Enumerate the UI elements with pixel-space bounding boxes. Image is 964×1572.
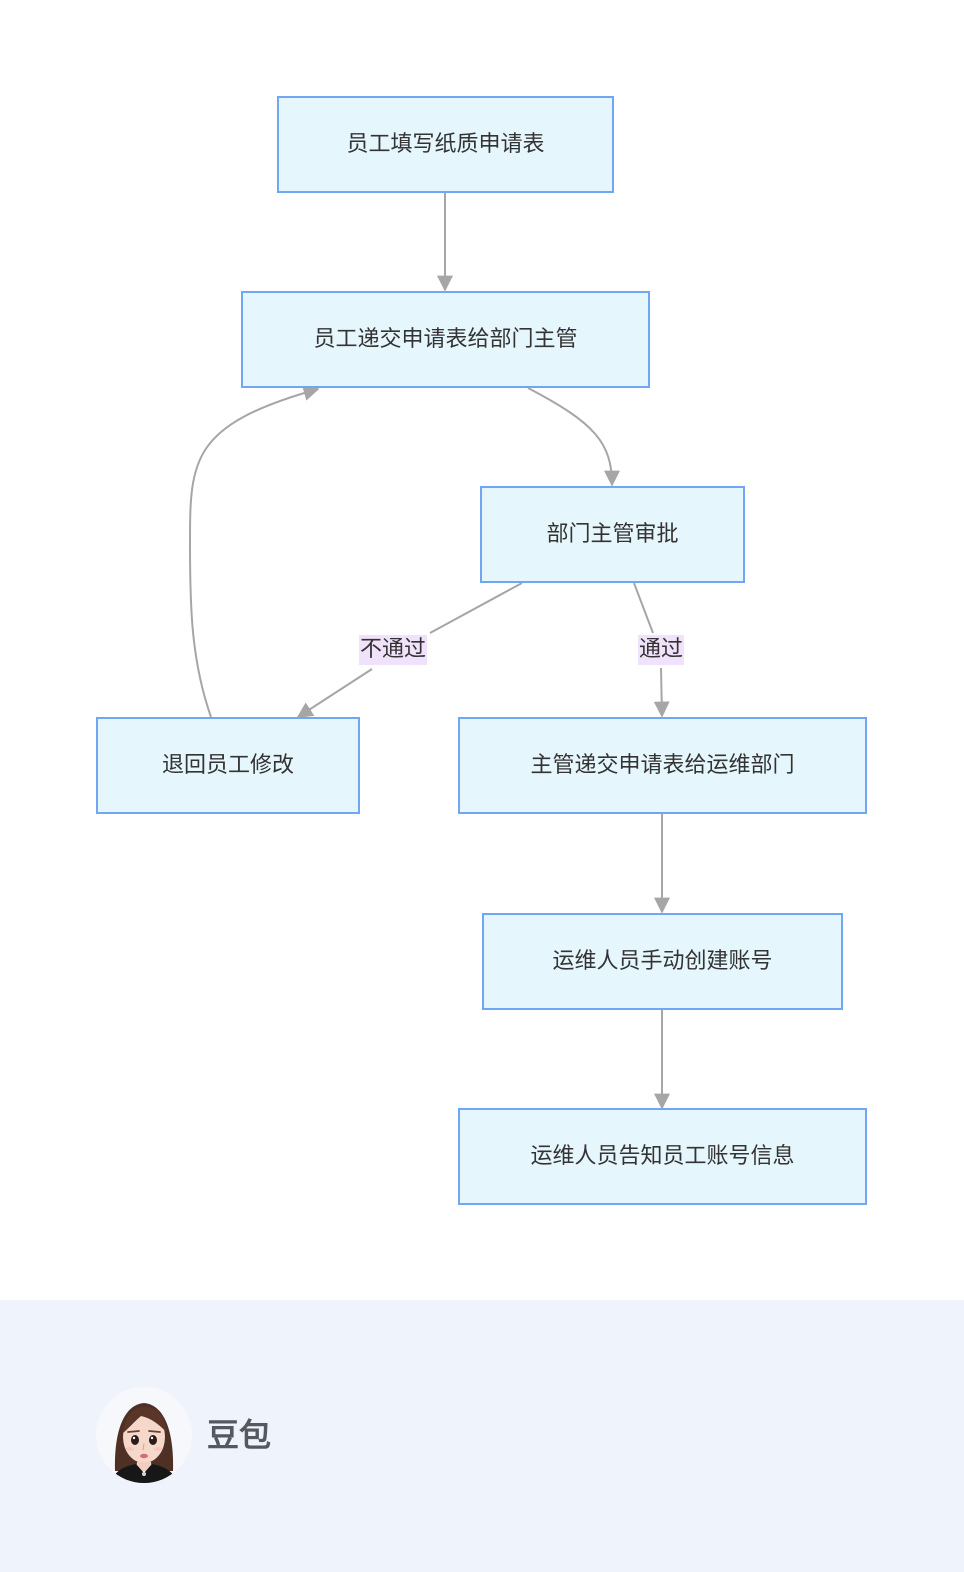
edge-review-to-forward — [633, 582, 662, 716]
node-fill-paper-form: 员工填写纸质申请表 — [277, 96, 614, 193]
avatar — [96, 1387, 192, 1483]
edge-submit-to-review — [527, 387, 620, 487]
node-submit-to-manager: 员工递交申请表给部门主管 — [241, 291, 650, 388]
author-name: 豆包 — [207, 1416, 272, 1454]
node-ops-notify-employee: 运维人员告知员工账号信息 — [458, 1108, 867, 1205]
edge-return-to-submit — [188, 385, 320, 718]
edge-label-approved: 通过 — [638, 635, 685, 665]
edge-label-rejected: 不通过 — [359, 635, 428, 665]
node-return-to-employee: 退回员工修改 — [96, 717, 360, 814]
flowchart-canvas: 员工填写纸质申请表 员工递交申请表给部门主管 部门主管审批 退回员工修改 主管递… — [96, 96, 964, 1205]
node-manager-review: 部门主管审批 — [480, 486, 745, 583]
node-ops-create-account: 运维人员手动创建账号 — [482, 913, 843, 1010]
node-forward-to-ops: 主管递交申请表给运维部门 — [458, 717, 867, 814]
flowchart-edges — [188, 193, 964, 1110]
author-footer: 豆包 — [0, 1300, 964, 1572]
edge-review-to-return — [298, 582, 523, 717]
